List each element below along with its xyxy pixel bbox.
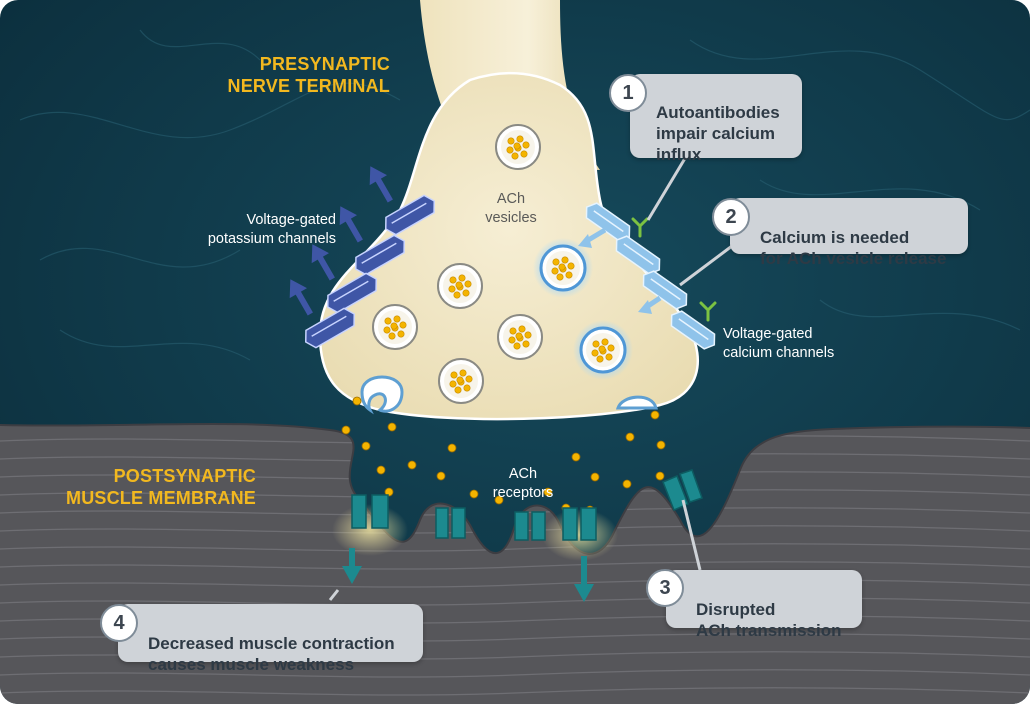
acetylcholine-molecule (622, 479, 632, 489)
acetylcholine-molecules (341, 396, 666, 515)
acetylcholine-molecule (656, 440, 666, 450)
step-3-text: Disrupted ACh transmission (696, 600, 842, 640)
autoantibodies (631, 217, 717, 322)
step-1-text: Autoantibodies impair calcium influx (656, 103, 780, 164)
presynaptic-label: PRESYNAPTIC NERVE TERMINAL (227, 54, 390, 96)
postsynaptic-label: POSTSYNAPTIC MUSCLE MEMBRANE (66, 466, 256, 508)
calcium-channels-label: Voltage-gated calcium channels (723, 326, 835, 361)
step-2-text: Calcium is needed for ACh vesicle releas… (760, 228, 947, 268)
step-1-badge: 1 (609, 74, 647, 112)
acetylcholine-molecule (590, 472, 600, 482)
acetylcholine-molecule (341, 425, 351, 435)
step-2-callout: Calcium is needed for ACh vesicle releas… (730, 198, 968, 268)
acetylcholine-molecule (352, 396, 362, 406)
step-4-badge: 4 (100, 604, 138, 642)
ach-vesicle (372, 304, 418, 350)
ach-vesicle (533, 238, 593, 298)
acetylcholine-molecule (436, 471, 446, 481)
acetylcholine-molecule (469, 489, 479, 499)
potassium-channels (289, 166, 436, 349)
background-texture (19, 29, 1030, 361)
ach-vesicle (438, 358, 484, 404)
acetylcholine-molecule (407, 460, 417, 470)
fusing-vesicles (360, 375, 658, 415)
acetylcholine-molecule (650, 410, 660, 420)
acetylcholine-molecule (387, 422, 397, 432)
step-4-callout: Decreased muscle contraction causes musc… (118, 604, 423, 674)
acetylcholine-molecule (625, 432, 635, 442)
ach-vesicle (497, 314, 543, 360)
membrane-edge (0, 422, 1030, 555)
acetylcholine-molecule (384, 487, 394, 497)
acetylcholine-molecule (494, 495, 504, 505)
acetylcholine-molecule (543, 487, 553, 497)
step-1-callout: Autoantibodies impair calcium influx (630, 74, 802, 164)
contraction-arrows (342, 548, 594, 602)
ach-receptors-group (332, 469, 703, 561)
step-3-callout: Disrupted ACh transmission (666, 570, 862, 640)
acetylcholine-molecule (361, 441, 371, 451)
step-3-badge: 3 (646, 569, 684, 607)
acetylcholine-molecule (655, 471, 665, 481)
acetylcholine-molecule (376, 465, 386, 475)
step-4-text: Decreased muscle contraction causes musc… (148, 634, 395, 674)
ach-vesicles (372, 124, 633, 404)
potassium-channels-label: Voltage-gated potassium channels (207, 212, 336, 247)
ach-vesicles-label: ACh vesicles (485, 191, 537, 226)
acetylcholine-molecule (447, 443, 457, 453)
step-2-badge: 2 (712, 198, 750, 236)
ach-receptors-label: ACh receptors (492, 466, 554, 501)
ach-vesicle (437, 263, 483, 309)
calcium-channels (585, 202, 716, 350)
ach-vesicle (495, 124, 541, 170)
ach-vesicle (573, 320, 633, 380)
acetylcholine-molecule (571, 452, 581, 462)
